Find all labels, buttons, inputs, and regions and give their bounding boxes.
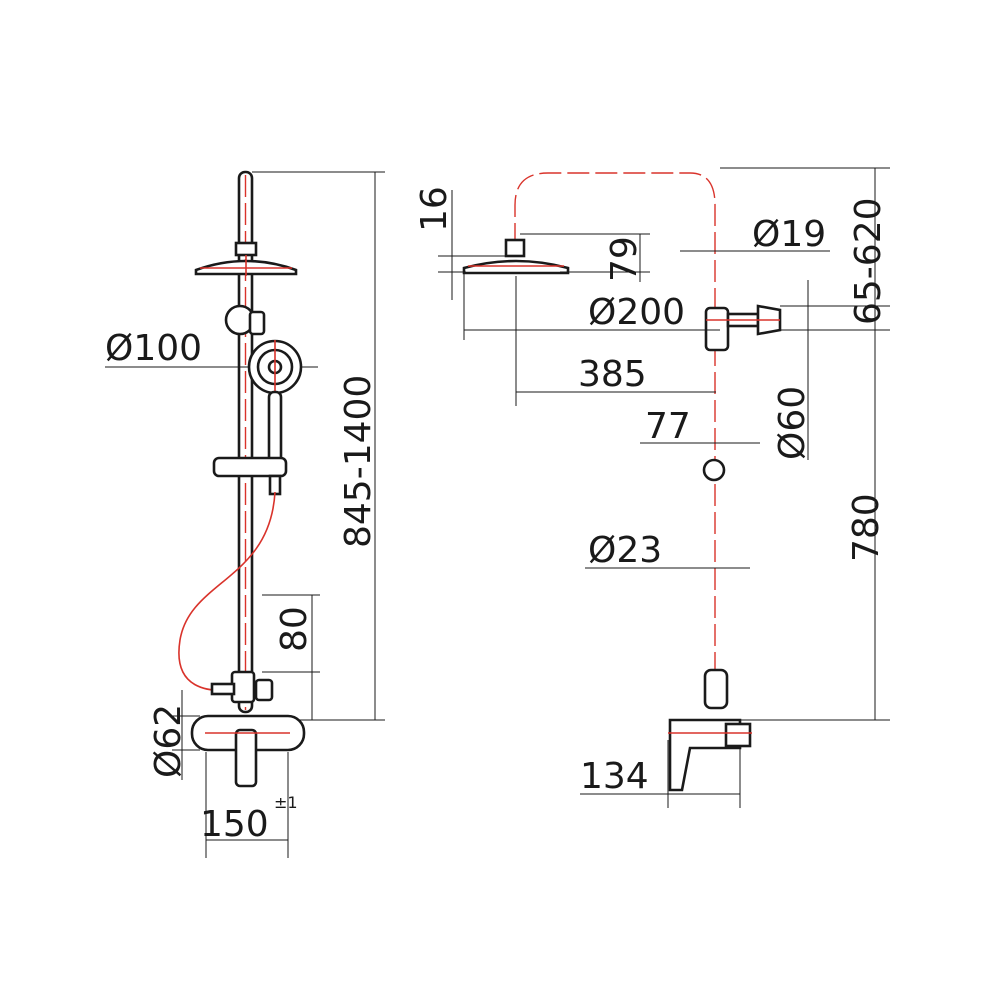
front-view: 845-1400 Ø100 80 Ø62 150 ±1 <box>105 170 385 858</box>
riser-knob <box>702 458 726 482</box>
slider-side <box>704 304 782 352</box>
dim-holder-offset: 77 <box>645 406 691 447</box>
dimension-lines-side <box>438 167 890 808</box>
dim-height-adjust: 65-620 <box>848 197 889 325</box>
dim-handshower-diameter: Ø100 <box>105 328 202 369</box>
dim-wall-projection: 134 <box>580 756 649 797</box>
hand-shower <box>247 339 303 470</box>
dim-head-diameter: Ø200 <box>588 292 685 333</box>
dim-outlet-offset: 80 <box>274 606 315 652</box>
mixer-diverter <box>210 670 274 704</box>
mixer-side <box>668 668 752 792</box>
dim-arm-reach: 385 <box>578 354 647 395</box>
dim-escutcheon-diameter: Ø62 <box>148 704 189 778</box>
shower-hose <box>178 491 276 692</box>
dim-riser-height: 780 <box>846 493 887 562</box>
dimension-lines-front <box>105 171 385 858</box>
mixer-body <box>190 714 306 788</box>
side-view: 16 79 Ø19 Ø200 65-620 385 Ø60 77 Ø23 780… <box>414 163 890 808</box>
dim-riser-diameter: Ø23 <box>588 530 662 571</box>
slider-bracket <box>212 456 288 496</box>
dim-head-height: 79 <box>604 236 645 282</box>
dim-centers: 150 <box>200 804 269 845</box>
dim-head-thickness: 16 <box>414 186 455 232</box>
dim-height-range: 845-1400 <box>338 375 379 548</box>
dim-centers-tolerance: ±1 <box>274 793 298 812</box>
dim-holder-diameter: Ø60 <box>772 386 813 460</box>
rain-shower-head <box>194 241 298 276</box>
rain-shower-head-side <box>462 238 570 275</box>
overhead-arm <box>505 163 725 700</box>
dim-top-pipe-diameter: Ø19 <box>752 214 826 255</box>
upper-diverter <box>224 304 266 336</box>
